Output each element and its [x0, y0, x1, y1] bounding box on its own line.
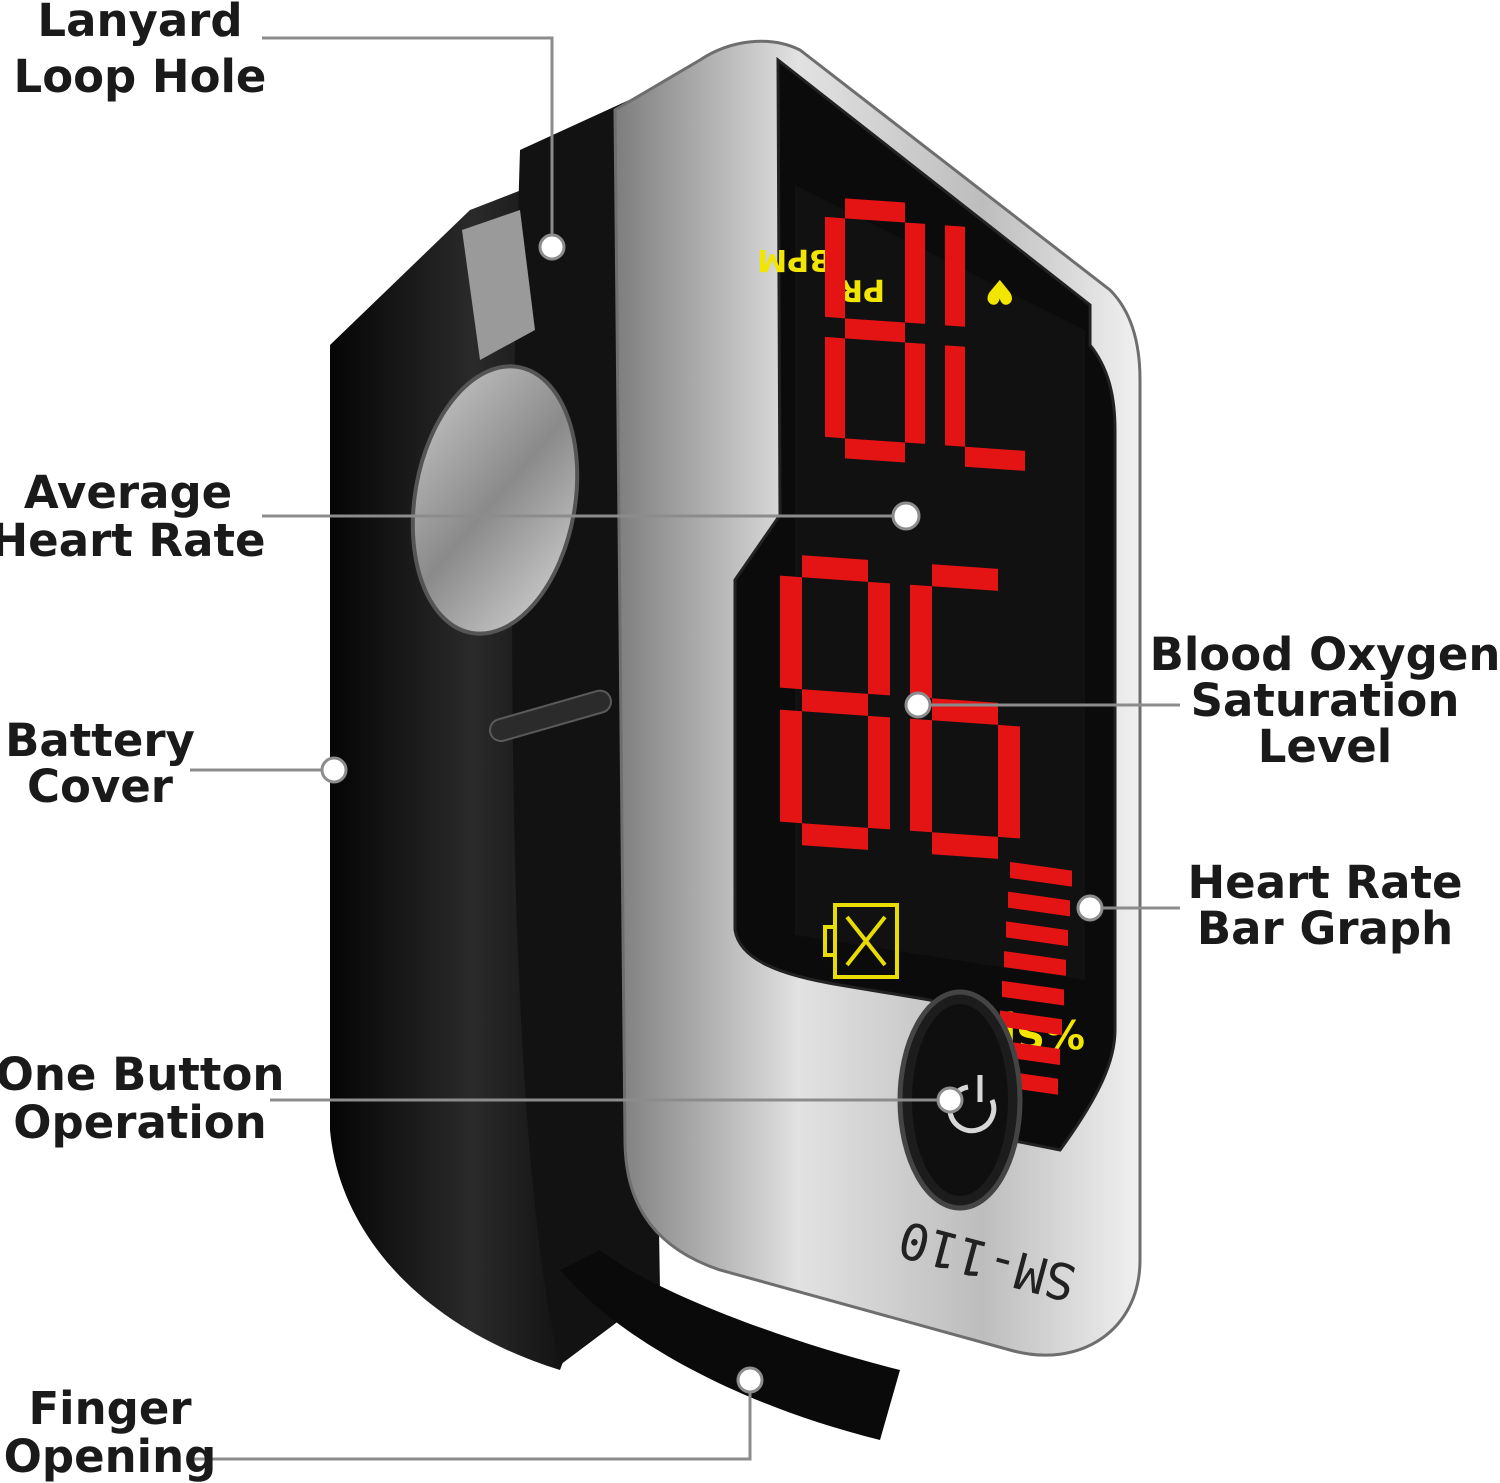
digit-segment — [825, 216, 845, 319]
heart-rate-bar-graph — [996, 861, 1072, 1095]
bar-graph-segment — [1008, 891, 1070, 917]
callout-lanyard: Lanyard Loop Hole — [14, 0, 267, 103]
digit-segment — [932, 698, 998, 725]
callout-line: Level — [1258, 720, 1392, 773]
digit-segment — [868, 581, 890, 696]
callout-line: Lanyard — [37, 0, 242, 47]
callout-line: Bar Graph — [1197, 902, 1453, 955]
callout-line: Heart Rate — [1188, 856, 1463, 909]
callout-one-button-operation: One Button Operation — [0, 1048, 284, 1149]
digit-segment — [998, 724, 1020, 839]
heart-icon: ♥ — [985, 271, 1015, 311]
digit-segment — [945, 225, 965, 327]
callout-line: Battery — [5, 714, 195, 767]
callout-line: Cover — [27, 760, 174, 813]
callout-line: Loop Hole — [14, 50, 267, 103]
digit-segment — [932, 564, 998, 591]
bar-graph-segment — [1006, 921, 1068, 947]
callout-blood-oxygen: Blood Oxygen Saturation Level — [1150, 628, 1500, 773]
callout-line: Saturation — [1191, 674, 1460, 727]
leader-lines — [190, 36, 1180, 1461]
digit-segment — [825, 336, 845, 439]
finger-region — [560, 1250, 900, 1440]
digit-area — [780, 198, 1025, 859]
side-slot — [488, 689, 612, 743]
callout-battery-cover: Battery Cover — [5, 714, 195, 813]
digit-segment — [780, 709, 802, 824]
bar-graph-segment — [1010, 861, 1072, 887]
digit-segment — [905, 342, 925, 444]
digit-segment — [802, 823, 868, 850]
digit-segment — [910, 584, 932, 699]
pr-label: PR — [840, 272, 885, 307]
digit — [945, 225, 1025, 471]
callout-line: Heart Rate — [0, 514, 265, 567]
digit-segment — [780, 575, 802, 690]
bpm-label: BPM — [757, 242, 832, 277]
digit-segment — [845, 438, 905, 463]
digit-segment — [945, 345, 965, 447]
spo2-readout — [780, 555, 1020, 859]
digit-segment — [845, 318, 905, 343]
digit-segment — [965, 446, 1025, 471]
digit-segment — [802, 555, 868, 582]
callout-heart-rate-bar-graph: Heart Rate Bar Graph — [1188, 856, 1463, 955]
callout-finger-opening: Finger Opening — [4, 1382, 217, 1483]
pulse-rate-readout — [825, 198, 1025, 471]
digit — [910, 564, 1020, 859]
digit-segment — [868, 715, 890, 830]
callout-average-heart-rate: Average Heart Rate — [0, 466, 265, 567]
lanyard-tab — [462, 210, 535, 360]
digit-segment — [845, 198, 905, 223]
digit — [780, 555, 890, 850]
callout-line: Opening — [4, 1430, 217, 1483]
bar-graph-segment — [1002, 980, 1064, 1006]
digit-segment — [905, 222, 925, 324]
digit-segment — [802, 689, 868, 716]
hinge-disc — [410, 364, 580, 636]
digit — [825, 198, 925, 463]
callout-line: Average — [24, 466, 232, 519]
callout-line: Finger — [28, 1382, 192, 1435]
bar-graph-segment — [1000, 1010, 1062, 1036]
callout-line: Blood Oxygen — [1150, 628, 1500, 681]
digit-segment — [910, 718, 932, 833]
digit-segment — [932, 832, 998, 859]
bar-graph-segment — [1004, 951, 1066, 976]
battery-icon — [823, 903, 899, 979]
callout-line: One Button — [0, 1048, 284, 1101]
callout-line: Operation — [13, 1096, 266, 1149]
